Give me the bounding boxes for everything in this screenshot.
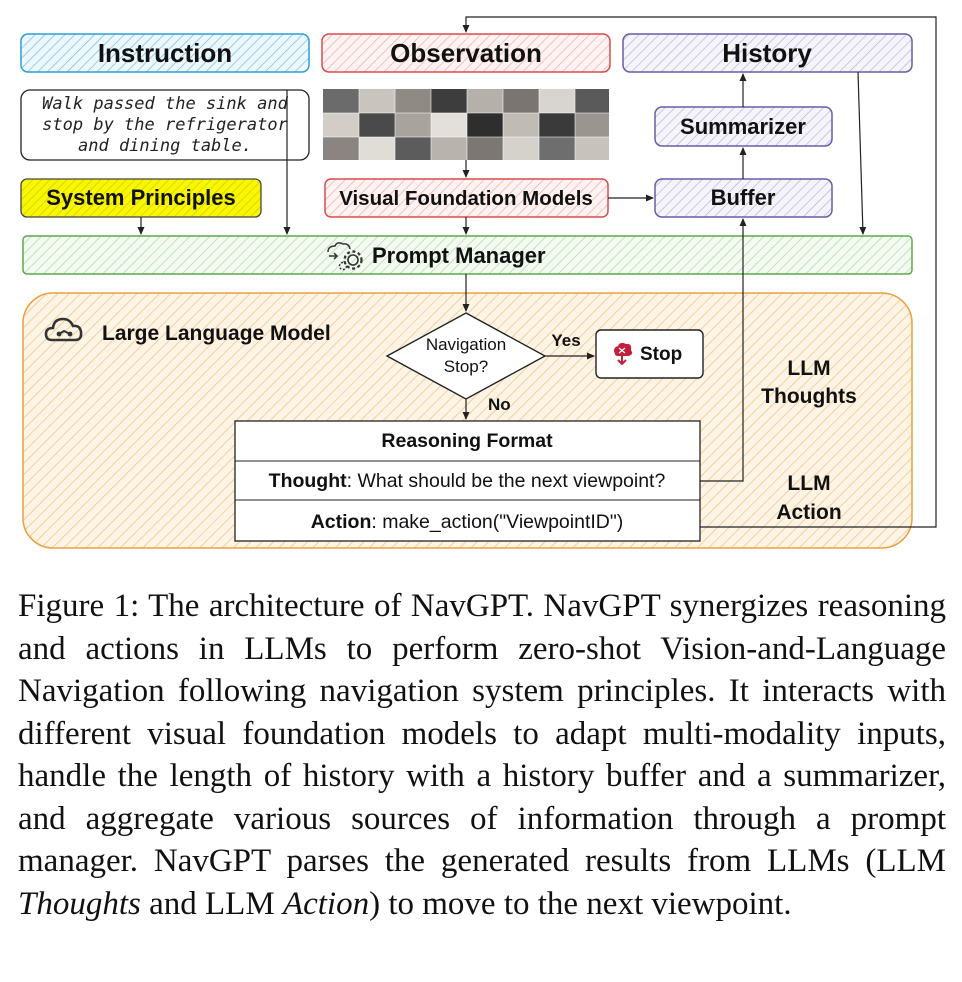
decision-line-1: Navigation (426, 335, 506, 354)
prompt-manager-box: Prompt Manager (22, 235, 913, 275)
llm-title: Large Language Model (102, 322, 331, 345)
system-principles-box: System Principles (20, 178, 262, 218)
visual-foundation-models-box: Visual Foundation Models (324, 178, 609, 218)
gears-icon (327, 242, 363, 271)
caption-mid: and LLM (140, 885, 283, 922)
visual-foundation-models-label: Visual Foundation Models (339, 187, 593, 210)
instruction-header: Instruction (20, 33, 310, 73)
history-header: History (622, 33, 913, 73)
decision-line-2: Stop? (444, 357, 488, 376)
reasoning-format-table: Reasoning Format Thought: What should be… (234, 420, 701, 542)
architecture-diagram: Instruction Observation History Walk pas… (20, 16, 937, 549)
observation-title: Observation (390, 38, 542, 68)
arrow-history-to-prompt (857, 71, 867, 235)
action-row: Action: make_action("ViewpointID") (311, 511, 624, 533)
stop-label: Stop (640, 344, 682, 365)
reasoning-format-title: Reasoning Format (381, 430, 553, 452)
history-title: History (722, 38, 812, 68)
instruction-text-box: Walk passed the sink and stop by the ref… (20, 89, 310, 161)
navigation-stop-decision: Navigation Stop? (385, 312, 547, 400)
observation-panorama-image (323, 89, 609, 160)
buffer-label: Buffer (711, 185, 776, 210)
action-key: Action (311, 511, 372, 533)
observation-header: Observation (321, 33, 611, 73)
instruction-line-3: and dining table. (78, 136, 252, 156)
instruction-line-1: Walk passed the sink and (42, 94, 288, 114)
summarizer-box: Summarizer (654, 106, 833, 147)
caption-thoughts: Thoughts (18, 885, 141, 922)
thought-row: Thought: What should be the next viewpoi… (269, 470, 666, 492)
instruction-title: Instruction (98, 38, 232, 68)
stop-box: Stop (595, 329, 704, 379)
summarizer-label: Summarizer (680, 114, 806, 139)
llm-thoughts-label-2: Thoughts (761, 385, 857, 408)
action-text: : make_action("ViewpointID") (371, 511, 623, 533)
figure-caption: Figure 1: The architecture of NavGPT. Na… (18, 585, 946, 925)
connectors (137, 16, 937, 528)
llm-thoughts-label-1: LLM (787, 357, 830, 380)
thought-text: : What should be the next viewpoint? (347, 470, 666, 492)
no-label: No (488, 395, 511, 414)
llm-action-label-2: Action (776, 501, 841, 524)
instruction-line-2: stop by the refrigerator (42, 115, 288, 135)
thought-key: Thought (269, 470, 347, 492)
buffer-box: Buffer (654, 178, 833, 218)
cloud-icon (44, 317, 83, 342)
arrow-action-loop-to-observation (462, 16, 937, 528)
llm-action-label-1: LLM (787, 472, 830, 495)
caption-action: Action (282, 885, 370, 922)
system-principles-label: System Principles (46, 185, 236, 210)
caption-tail: ) to move to the next viewpoint. (369, 885, 792, 922)
yes-label: Yes (551, 331, 580, 350)
arrow-thought-to-buffer (700, 218, 747, 482)
prompt-manager-label: Prompt Manager (372, 243, 546, 268)
caption-lead: Figure 1: The architecture of NavGPT. Na… (18, 588, 946, 879)
stop-icon (614, 342, 632, 366)
